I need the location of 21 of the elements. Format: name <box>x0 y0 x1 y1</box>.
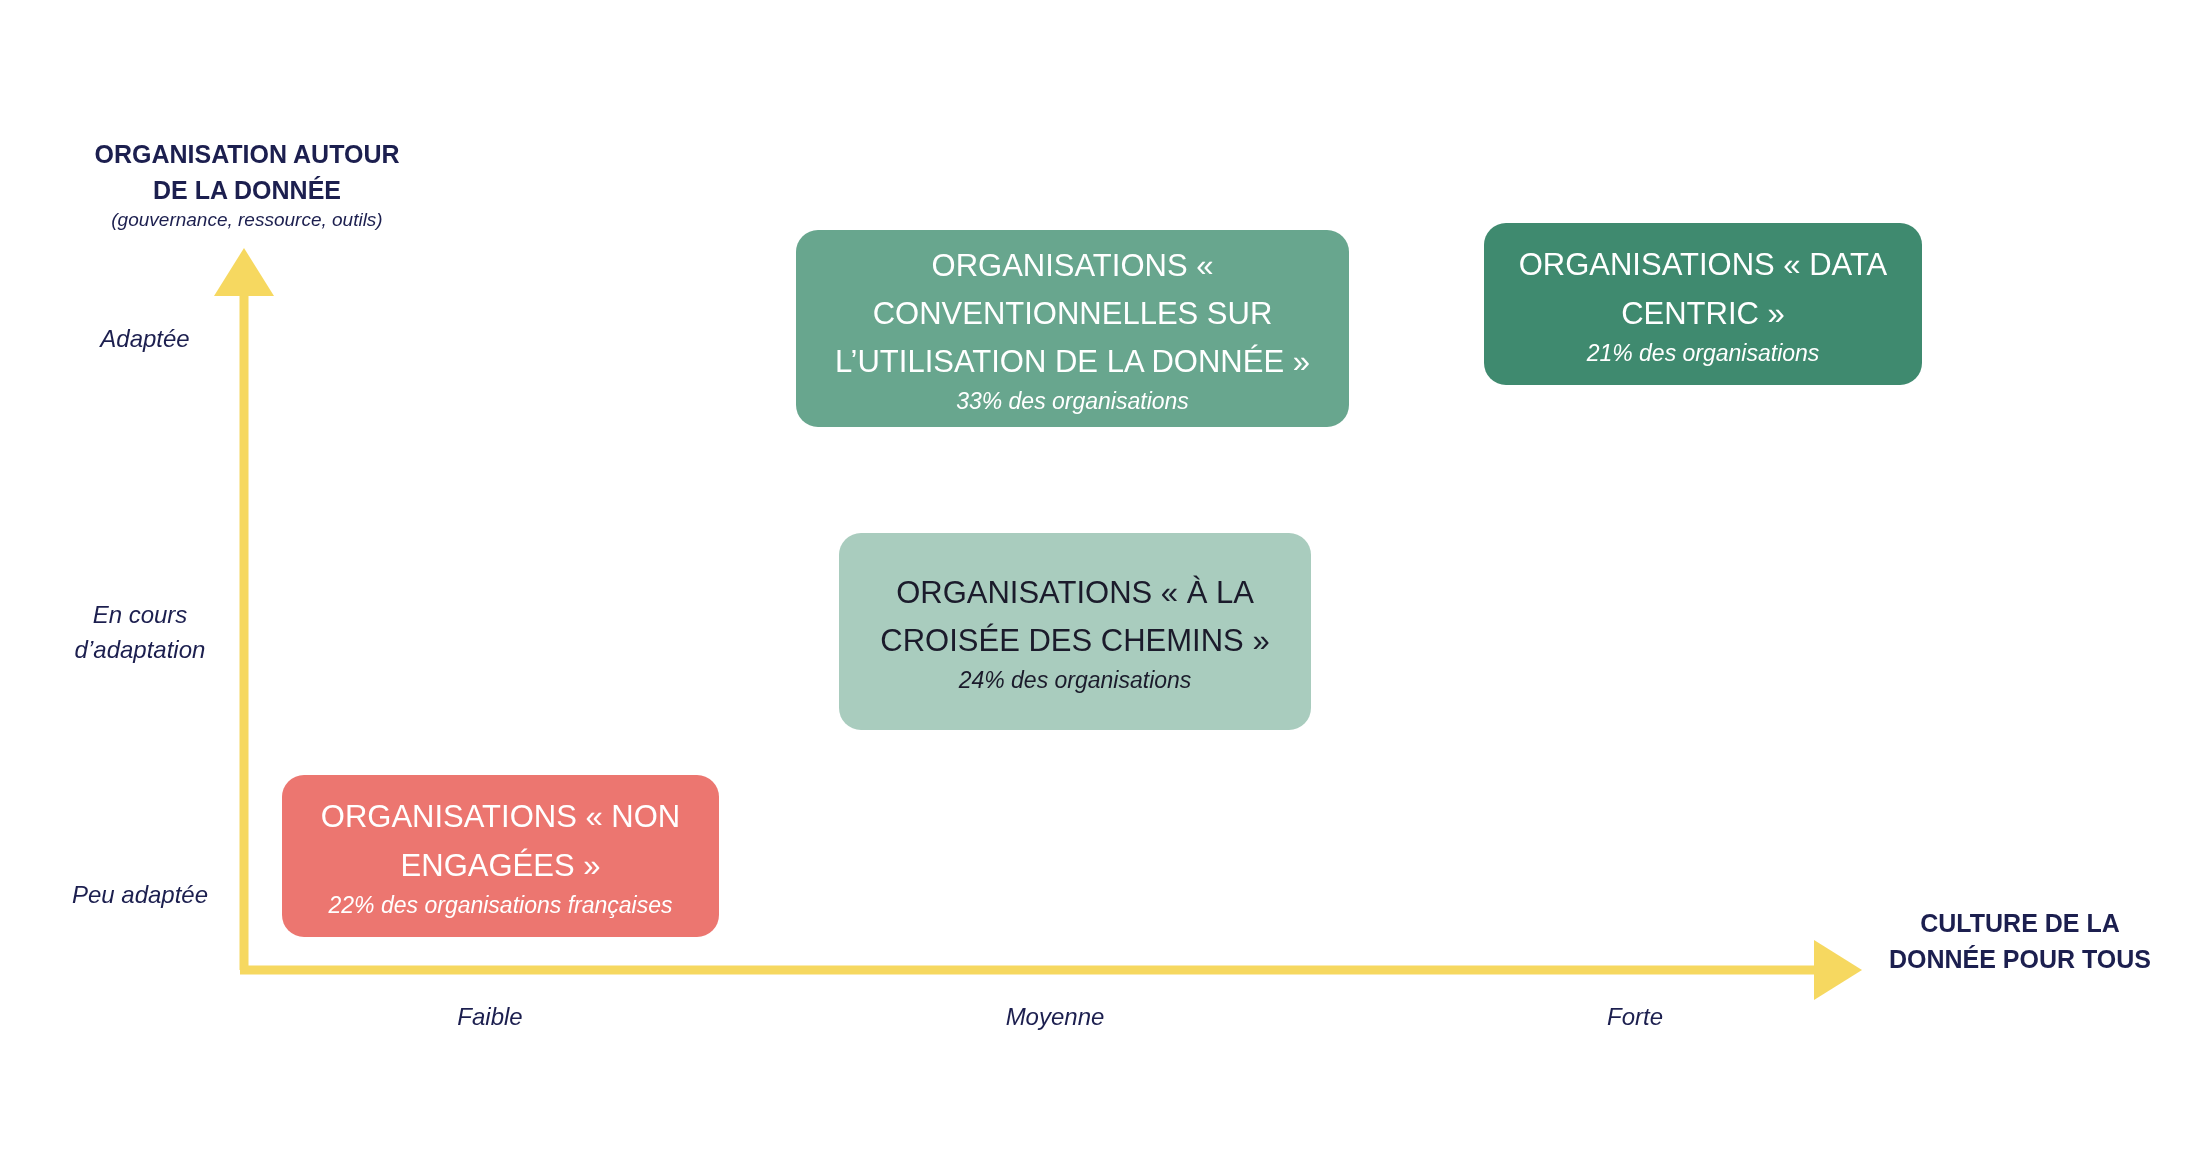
category-box <box>796 230 1349 427</box>
tick-label: Peu adaptée <box>70 880 210 910</box>
category-box <box>282 775 719 937</box>
tick-label: Forte <box>1606 1002 1664 1032</box>
axis-subtitle: (gouvernance, ressource, outils) <box>110 208 384 232</box>
tick-label: Moyenne <box>1004 1002 1106 1032</box>
category-title: ORGANISATIONS « NON ENGAGÉES » <box>319 798 682 885</box>
share-text: 24% des organisations <box>958 667 1192 695</box>
category-title: ORGANISATIONS « CONVENTIONNELLES SUR L’UTILISATION DE LA DONNÉE » <box>834 246 1311 382</box>
axis-title: CULTURE DE LA DONNÉE POUR TOUS <box>1887 908 2153 976</box>
category-title: ORGANISATIONS « À LA CROISÉE DES CHEMINS » <box>879 573 1271 660</box>
category-box <box>839 533 1311 730</box>
category-title: ORGANISATIONS « DATA CENTRIC » <box>1517 246 1889 333</box>
share-text: 22% des organisations françaises <box>328 891 673 919</box>
tick-label: Faible <box>456 1002 524 1032</box>
share-text: 21% des organisations <box>1586 339 1820 367</box>
tick-label: Adaptée <box>98 324 191 354</box>
category-box <box>1484 223 1922 385</box>
share-text: 33% des organisations <box>956 388 1189 416</box>
axis-title: ORGANISATION AUTOUR DE LA DONNÉE <box>93 139 401 207</box>
tick-label: En cours d’adaptation <box>73 600 207 665</box>
